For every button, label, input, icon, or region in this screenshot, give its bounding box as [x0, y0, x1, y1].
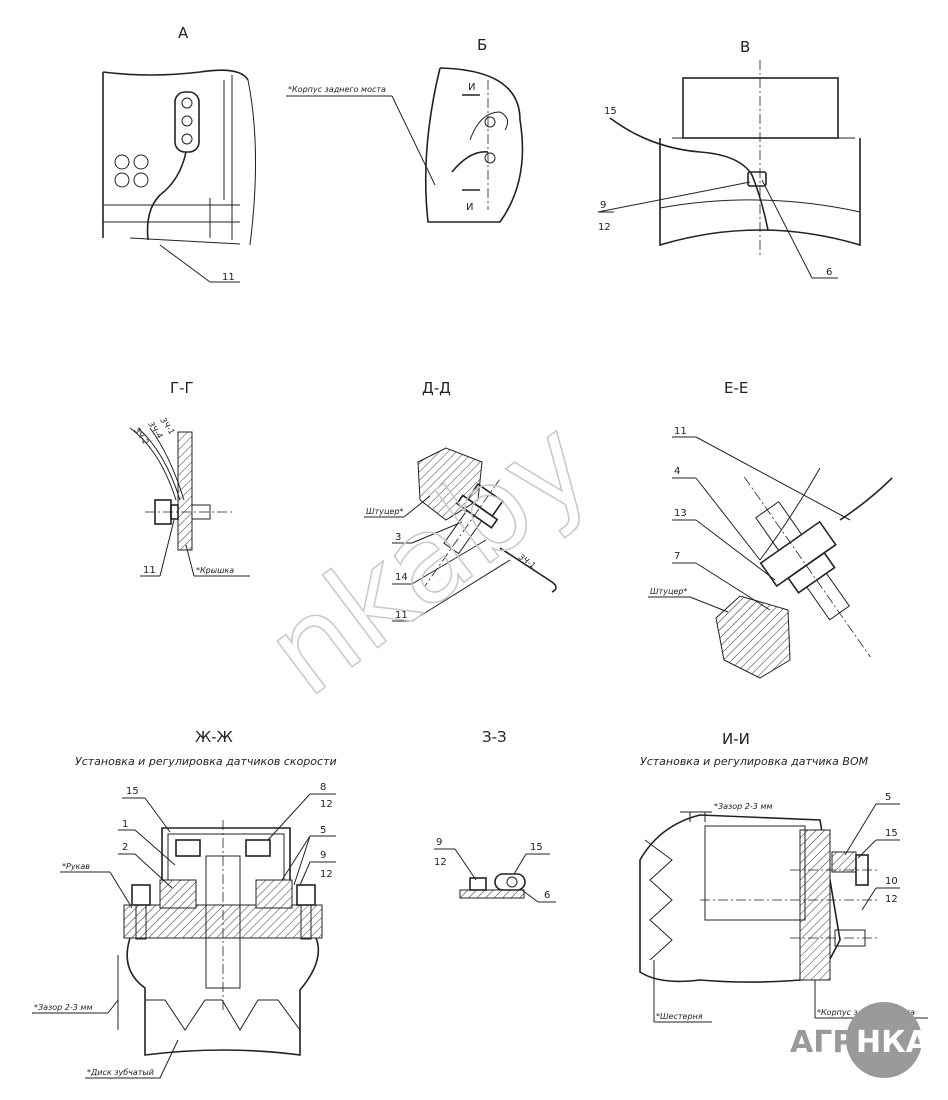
view-a: А 11: [102, 24, 257, 283]
view-zh-label-15: 15: [126, 786, 139, 797]
view-e-label-7: 7: [674, 551, 680, 562]
logo-text-right: НКА: [856, 1025, 930, 1060]
view-b-note-housing: *Корпус заднего моста: [288, 85, 386, 94]
view-i-label-5: 5: [885, 792, 891, 803]
view-d-note-fitting: Штуцер*: [366, 507, 403, 516]
view-g-label-11: 11: [143, 565, 156, 576]
view-zh-label-9: 9: [320, 850, 326, 861]
view-zh-label-5: 5: [320, 825, 326, 836]
view-a-title: А: [178, 24, 189, 42]
view-v-title: В: [740, 38, 750, 56]
view-z-label-6: 6: [544, 890, 550, 901]
brand-logo: АГРО НКА: [790, 1002, 930, 1078]
view-e-title: Е-Е: [724, 379, 748, 397]
view-d-label-11: 11: [395, 610, 408, 621]
view-i-subtitle: Установка и регулировка датчика ВОМ: [640, 755, 869, 768]
view-i-note-gap: *Зазор 2-3 мм: [714, 802, 772, 811]
view-zh-label-1: 1: [122, 819, 128, 830]
view-zh-note-sleeve: *Рукав: [62, 862, 90, 871]
view-v-label-12: 12: [598, 222, 611, 233]
view-i-label-12: 12: [885, 894, 898, 905]
logo-text-left: АГРО: [790, 1025, 880, 1060]
view-g-note-cover: *Крышка: [196, 566, 234, 575]
view-e-label-4: 4: [674, 466, 680, 477]
view-z: З-З 9 12 15 6: [434, 728, 556, 903]
view-z-label-9: 9: [436, 837, 442, 848]
view-i-label-15: 15: [885, 828, 898, 839]
view-i: И-И Установка и регулировка датчика ВОМ …: [639, 730, 928, 1023]
view-g-title: Г-Г: [170, 379, 194, 397]
view-zh-note-disk: *Диск зубчатый: [87, 1068, 154, 1077]
view-zh-subtitle: Установка и регулировка датчиков скорост…: [75, 755, 337, 768]
view-v-label-15: 15: [604, 106, 617, 117]
view-zh-label-2: 2: [122, 842, 128, 853]
view-i-label-10: 10: [885, 876, 898, 887]
view-a-label-11: 11: [222, 272, 235, 283]
view-zh-note-gap: *Зазор 2-3 мм: [34, 1003, 92, 1012]
view-d: Д-Д 3Ч-1 Штуцер* 3 14 11: [364, 379, 557, 622]
view-z-title: З-З: [482, 728, 507, 746]
view-e: Е-Е 11 4 13 7 Штуцер*: [648, 379, 893, 679]
view-i-title: И-И: [722, 730, 750, 748]
view-zh: Ж-Ж Установка и регулировка датчиков ско…: [32, 728, 337, 1079]
view-z-label-12: 12: [434, 857, 447, 868]
view-i-note-gear: *Шестерня: [656, 1012, 703, 1021]
watermark: nkaby: [242, 393, 616, 723]
view-zh-label-8: 8: [320, 782, 326, 793]
view-zh-title: Ж-Ж: [195, 728, 233, 746]
view-d-label-14: 14: [395, 572, 408, 583]
view-v: В 15 9 12 6: [597, 38, 861, 279]
view-z-label-15: 15: [530, 842, 543, 853]
view-v-label-6: 6: [826, 267, 832, 278]
view-g-wire-1: 3Ч-2: [132, 426, 150, 446]
view-zh-label-12a: 12: [320, 799, 333, 810]
view-zh-label-12b: 12: [320, 869, 333, 880]
view-g: Г-Г 3Ч-2 3Ч-4 3Ч-1 11 *Крышка: [129, 379, 250, 577]
view-e-label-11: 11: [674, 426, 687, 437]
view-d-label-3: 3: [395, 532, 401, 543]
view-e-label-13: 13: [674, 508, 687, 519]
view-b: Б И И *Корпус заднего моста: [286, 36, 524, 223]
view-b-section-mark-bottom: И: [466, 202, 473, 213]
view-v-label-9: 9: [600, 200, 606, 211]
view-b-section-mark-top: И: [468, 82, 475, 93]
view-e-note-fitting: Штуцер*: [650, 587, 687, 596]
view-b-title: Б: [477, 36, 487, 54]
view-d-title: Д-Д: [422, 379, 451, 397]
